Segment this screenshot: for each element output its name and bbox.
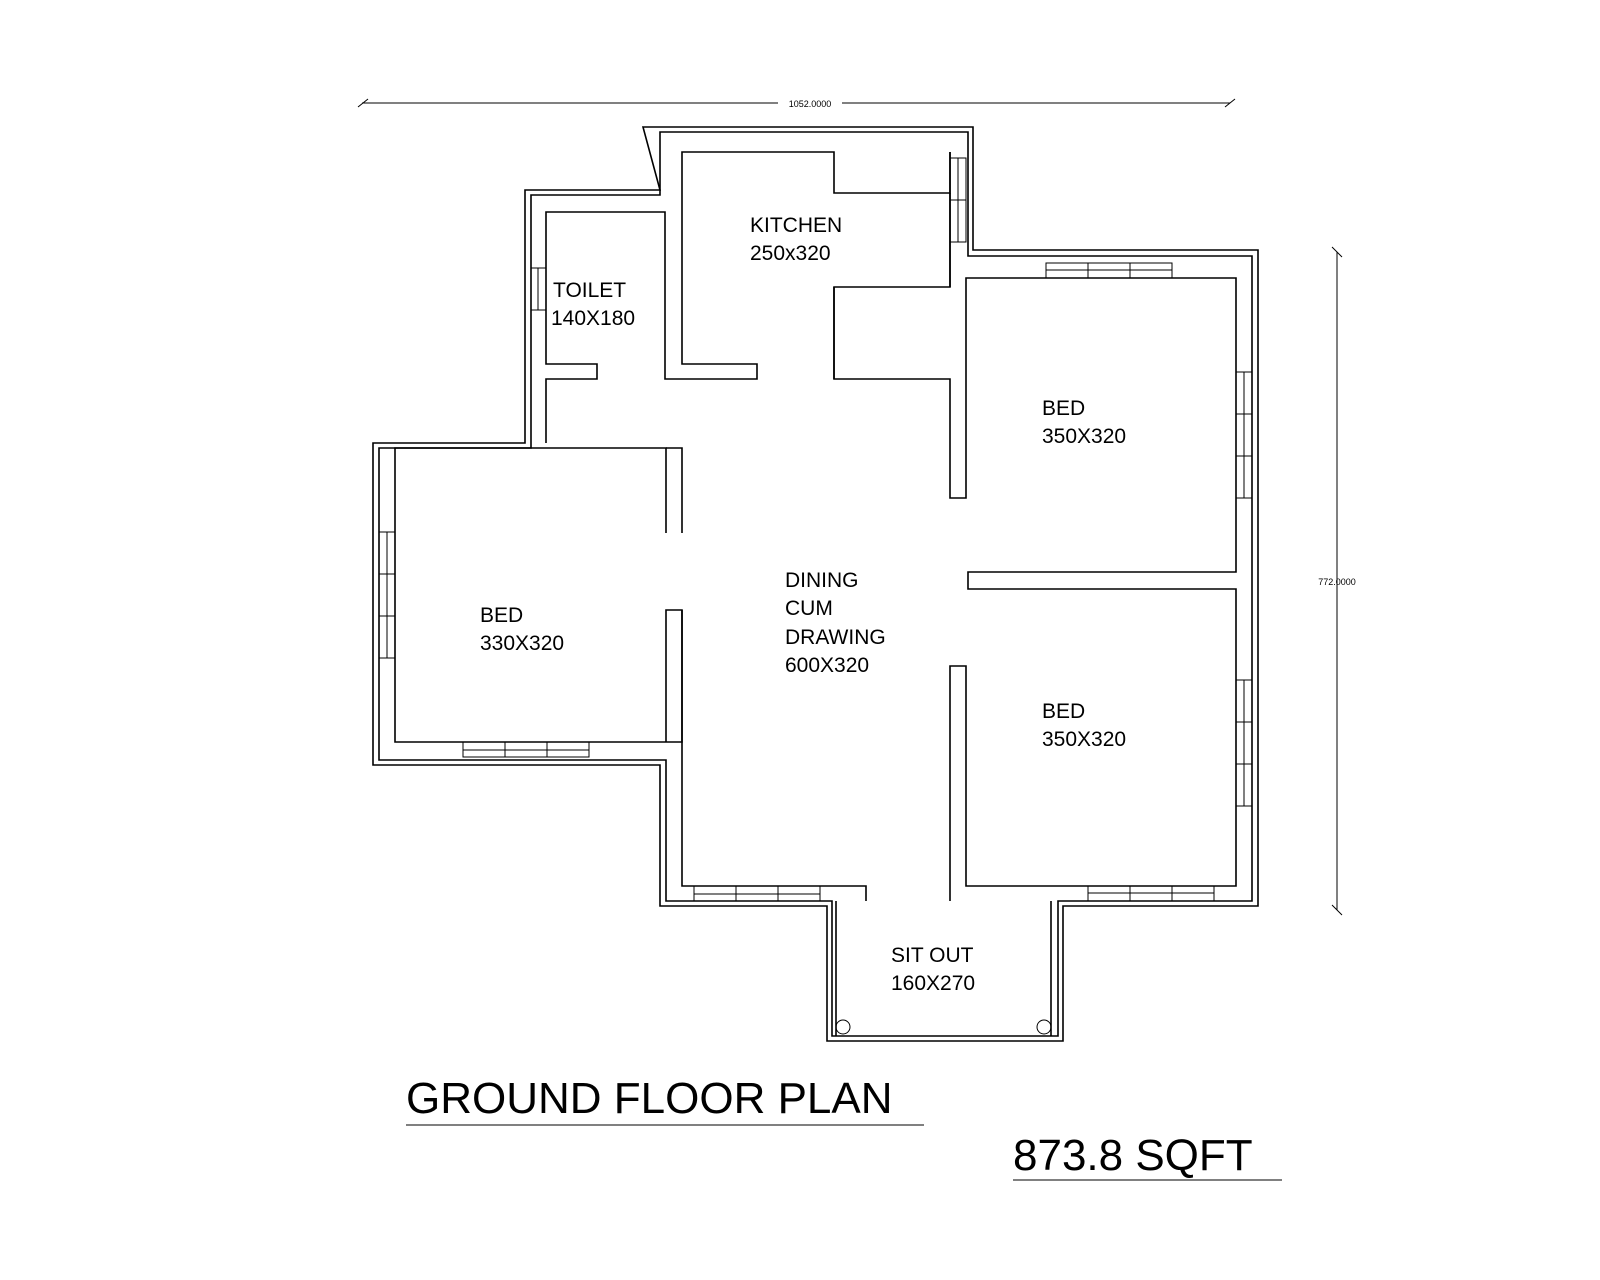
bed2-size: 330X320 <box>480 632 564 655</box>
outer-wall-inner <box>378 131 1253 1037</box>
column-left <box>835 1019 851 1035</box>
bed1-size: 350X320 <box>1042 425 1126 448</box>
toilet-label: TOILET <box>553 279 626 302</box>
plan-title: GROUND FLOOR PLAN <box>406 1074 893 1123</box>
column-right <box>1036 1019 1052 1035</box>
height-dimension: 772.0000 <box>1318 246 1356 916</box>
dining-label-3: DRAWING <box>785 626 886 649</box>
width-dimension: 1052.0000 <box>357 98 1236 109</box>
bed3-size: 350X320 <box>1042 728 1126 751</box>
sitout-walls <box>835 901 1052 1036</box>
width-label: 1052.0000 <box>789 99 832 109</box>
sitout-label: SIT OUT <box>891 944 974 967</box>
bed3-label: BED <box>1042 700 1085 723</box>
bed2-label: BED <box>480 604 523 627</box>
left-bed-walls <box>394 447 683 743</box>
kitchen-size: 250x320 <box>750 242 831 265</box>
height-label: 772.0000 <box>1318 577 1356 587</box>
kitchen-counter <box>833 152 951 379</box>
kitchen-label: KITCHEN <box>750 214 842 237</box>
windows <box>378 157 1253 902</box>
toilet-size: 140X180 <box>551 307 635 330</box>
kitchen-partition <box>833 193 1237 901</box>
outer-wall <box>372 126 1259 1042</box>
dining-label: DINING <box>785 569 859 592</box>
sitout-size: 160X270 <box>891 972 975 995</box>
area-label: 873.8 SQFT <box>1013 1131 1253 1180</box>
bed1-label: BED <box>1042 397 1085 420</box>
toilet-walls <box>545 151 951 443</box>
dining-size: 600X320 <box>785 654 869 677</box>
dining-label-2: CUM <box>785 597 833 620</box>
